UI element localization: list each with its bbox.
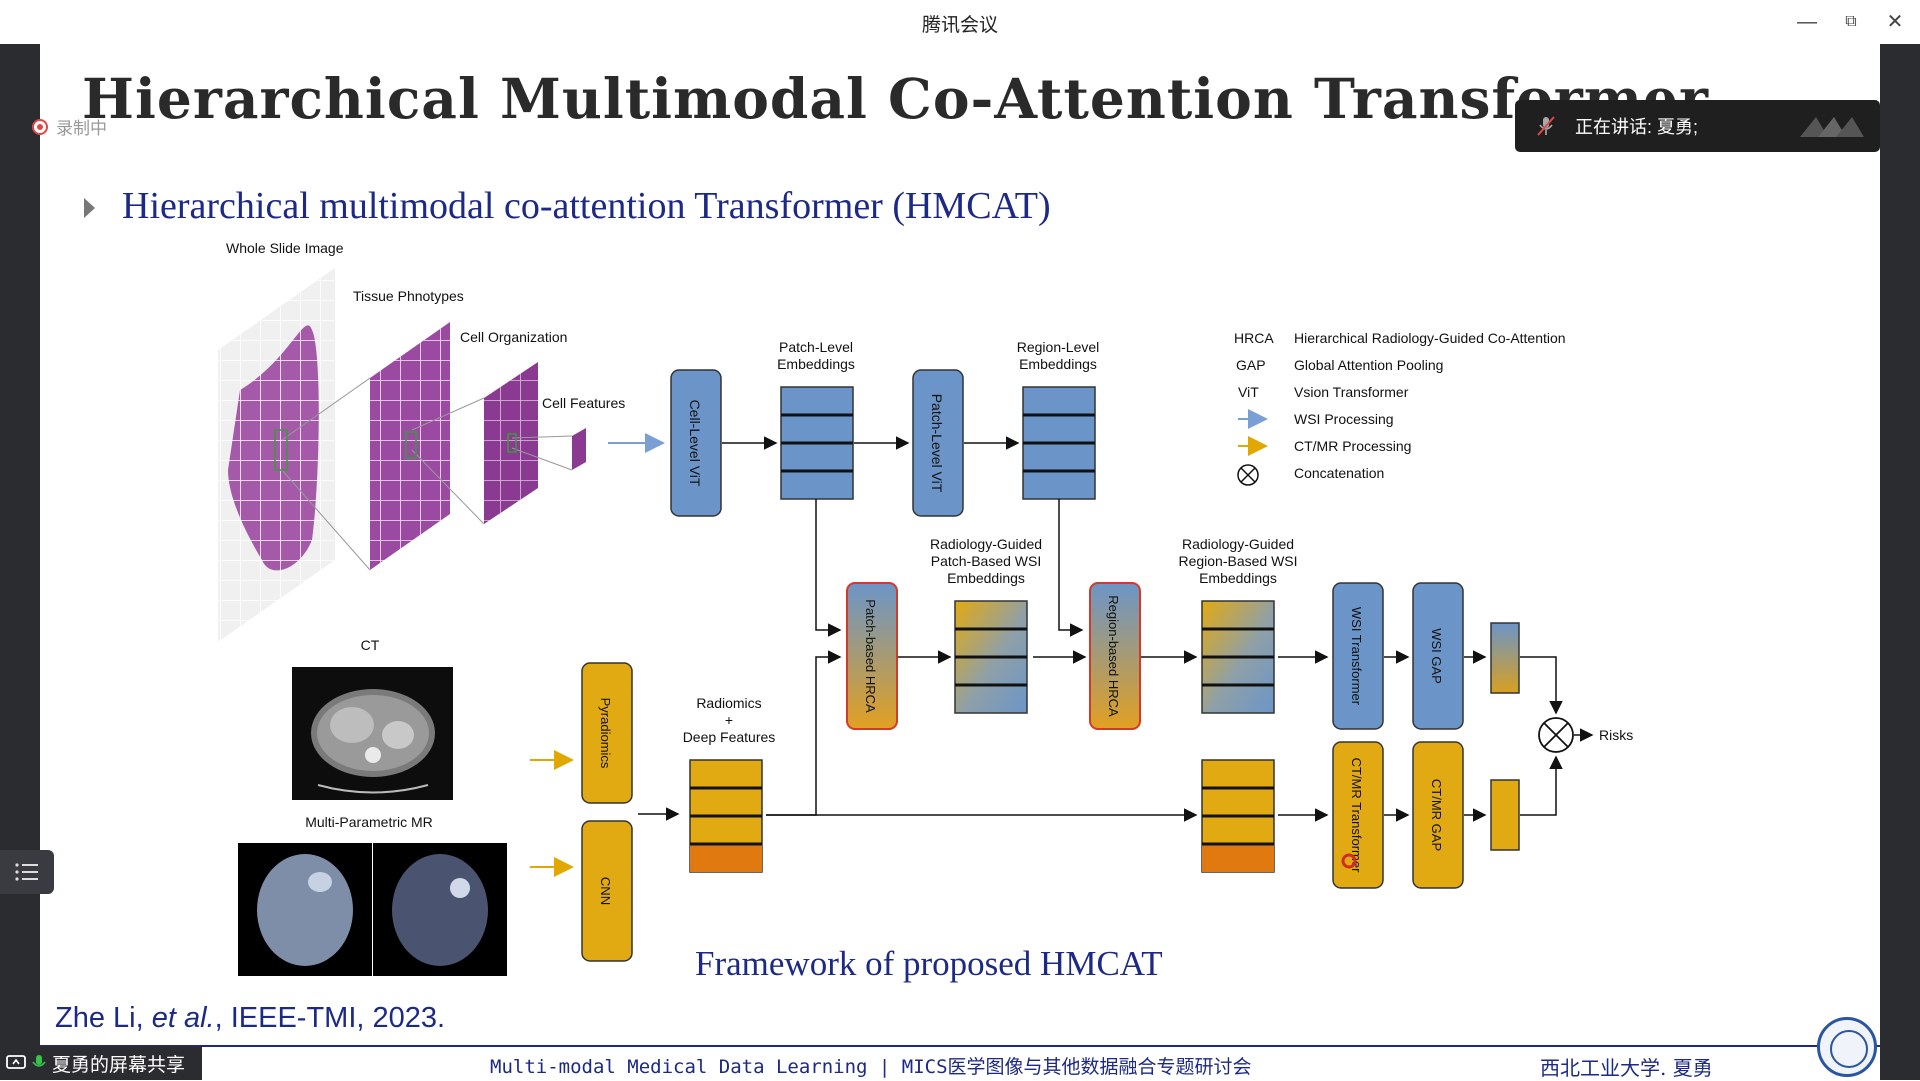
- screen-share-indicator[interactable]: 夏勇的屏幕共享: [0, 1046, 202, 1080]
- region-embeddings-label-1: Region-Level: [1017, 339, 1100, 355]
- rg-patch-embeddings: [954, 600, 1028, 714]
- ctmr-embeddings: [1201, 759, 1275, 873]
- legend-value-hrca: Hierarchical Radiology-Guided Co-Attenti…: [1294, 330, 1566, 346]
- rg-region-embeddings: [1201, 600, 1275, 714]
- slide-subtitle: Hierarchical multimodal co-attention Tra…: [122, 185, 1051, 227]
- region-embeddings-label-2: Embeddings: [1019, 356, 1097, 372]
- footer-divider: [40, 1045, 1880, 1047]
- citation: Zhe Li, et al., IEEE-TMI, 2023.: [55, 1002, 445, 1035]
- legend-value-gap: Global Attention Pooling: [1294, 357, 1443, 373]
- patch-embeddings-label-1: Patch-Level: [779, 339, 853, 355]
- legend-value-ctmr: CT/MR Processing: [1294, 438, 1411, 454]
- title-bar: 腾讯会议 — ⧉ ✕: [0, 0, 1920, 44]
- region-based-hrca-block: [1089, 582, 1141, 730]
- restore-button[interactable]: ⧉: [1845, 13, 1857, 30]
- footer-center-text: Multi-modal Medical Data Learning | MICS…: [490, 1056, 1252, 1078]
- recording-indicator[interactable]: 录制中: [32, 114, 107, 139]
- rg-region-label-3: Embeddings: [1199, 570, 1277, 586]
- record-icon: [32, 118, 48, 135]
- legend-value-concat: Concatenation: [1294, 465, 1384, 481]
- label-cell-organization: Cell Organization: [460, 329, 567, 345]
- legend-key-hrca: HRCA: [1234, 330, 1274, 346]
- patch-embeddings-label-2: Embeddings: [777, 356, 855, 372]
- label-mr: Multi-Parametric MR: [305, 814, 433, 830]
- wsi-transformer-label: WSI Transformer: [1349, 607, 1364, 706]
- screen-share-label: 夏勇的屏幕共享: [52, 1054, 186, 1076]
- speaking-indicator: 正在讲话: 夏勇;: [1515, 100, 1880, 152]
- mic-muted-icon: [1537, 116, 1555, 136]
- left-letterbox: [0, 0, 40, 1080]
- university-logo: [1817, 1017, 1877, 1077]
- cnn-label: CNN: [598, 877, 613, 905]
- close-button[interactable]: ✕: [1886, 11, 1904, 33]
- radiomics-features: [689, 759, 763, 873]
- label-cell-features: Cell Features: [542, 395, 625, 411]
- patch-based-hrca-block: [846, 582, 898, 730]
- patch-based-hrca-label: Patch-based HRCA: [863, 599, 878, 713]
- concatenation-icon: [1538, 717, 1574, 753]
- wsi-gap-label: WSI GAP: [1429, 628, 1444, 684]
- minimize-button[interactable]: —: [1797, 11, 1817, 33]
- ctmr-gap-label: CT/MR GAP: [1429, 779, 1444, 851]
- label-ct: CT: [361, 637, 380, 653]
- ctmr-feature-vector: [1490, 779, 1520, 851]
- speaker-label: 正在讲话: 夏勇;: [1575, 117, 1699, 137]
- citation-rest: , IEEE-TMI, 2023.: [214, 1002, 446, 1034]
- cell-level-vit-label: Cell-Level ViT: [687, 400, 703, 487]
- rg-patch-label-1: Radiology-Guided: [930, 536, 1042, 552]
- pyradiomics-block: [581, 662, 633, 804]
- wsi-gap-block: [1412, 582, 1464, 730]
- wsi-feature-vector: [1490, 622, 1520, 694]
- cell-level-vit-block: [670, 369, 722, 517]
- list-icon: [15, 863, 38, 881]
- footer-right-text: 西北工业大学. 夏勇: [1540, 1056, 1713, 1080]
- citation-author: Zhe Li,: [55, 1002, 152, 1034]
- pointer-icon: [1341, 853, 1357, 869]
- citation-etal: et al.: [151, 1002, 215, 1034]
- legend: HRCA Hierarchical Radiology-Guided Co-At…: [1234, 330, 1566, 486]
- legend-key-vit: ViT: [1238, 384, 1259, 400]
- ctmr-transformer-label: CT/MR Transformer: [1349, 758, 1364, 874]
- radiomics-label-3: Deep Features: [683, 729, 776, 745]
- radiomics-label-2: +: [725, 712, 733, 728]
- radiomics-label-1: Radiomics: [696, 695, 761, 711]
- pyradiomics-label: Pyradiomics: [598, 698, 613, 769]
- legend-concat-icon: [1237, 464, 1259, 486]
- ct-scan-image: [292, 667, 453, 800]
- rg-patch-label-2: Patch-Based WSI: [931, 553, 1042, 569]
- figure-caption: Framework of proposed HMCAT: [695, 944, 1163, 983]
- region-based-hrca-label: Region-based HRCA: [1106, 595, 1121, 717]
- legend-value-wsi: WSI Processing: [1294, 411, 1394, 427]
- recording-label: 录制中: [56, 119, 107, 138]
- app-title: 腾讯会议: [921, 15, 998, 36]
- patch-level-vit-label: Patch-Level ViT: [929, 394, 945, 493]
- legend-value-vit: Vsion Transformer: [1294, 384, 1409, 400]
- screen-share-icon: [6, 1055, 26, 1069]
- patch-level-embeddings: [780, 386, 854, 500]
- right-letterbox: [1880, 0, 1920, 1080]
- patch-level-vit-block: [912, 369, 964, 517]
- wsi-transformer-block: [1332, 582, 1384, 730]
- rg-region-label-2: Region-Based WSI: [1178, 553, 1297, 569]
- rg-region-label-1: Radiology-Guided: [1182, 536, 1294, 552]
- wsi-image-stack: [218, 268, 586, 642]
- mr-scan-images: [238, 843, 507, 976]
- mic-icon: [32, 1055, 46, 1067]
- slide-title: Hierarchical Multimodal Co-Attention Tra…: [82, 66, 1709, 131]
- risks-label: Risks: [1599, 727, 1633, 743]
- label-tissue: Tissue Phnotypes: [353, 288, 464, 304]
- legend-key-gap: GAP: [1236, 357, 1266, 373]
- side-menu-button[interactable]: [0, 850, 54, 894]
- avatar-thumbnails: [1800, 117, 1864, 137]
- bullet-icon: [84, 198, 95, 218]
- cnn-block: [581, 820, 633, 962]
- region-level-embeddings: [1022, 386, 1096, 500]
- label-whole-slide-image: Whole Slide Image: [226, 240, 344, 256]
- ctmr-gap-block: [1412, 741, 1464, 889]
- rg-patch-label-3: Embeddings: [947, 570, 1025, 586]
- ctmr-transformer-block: [1332, 741, 1384, 889]
